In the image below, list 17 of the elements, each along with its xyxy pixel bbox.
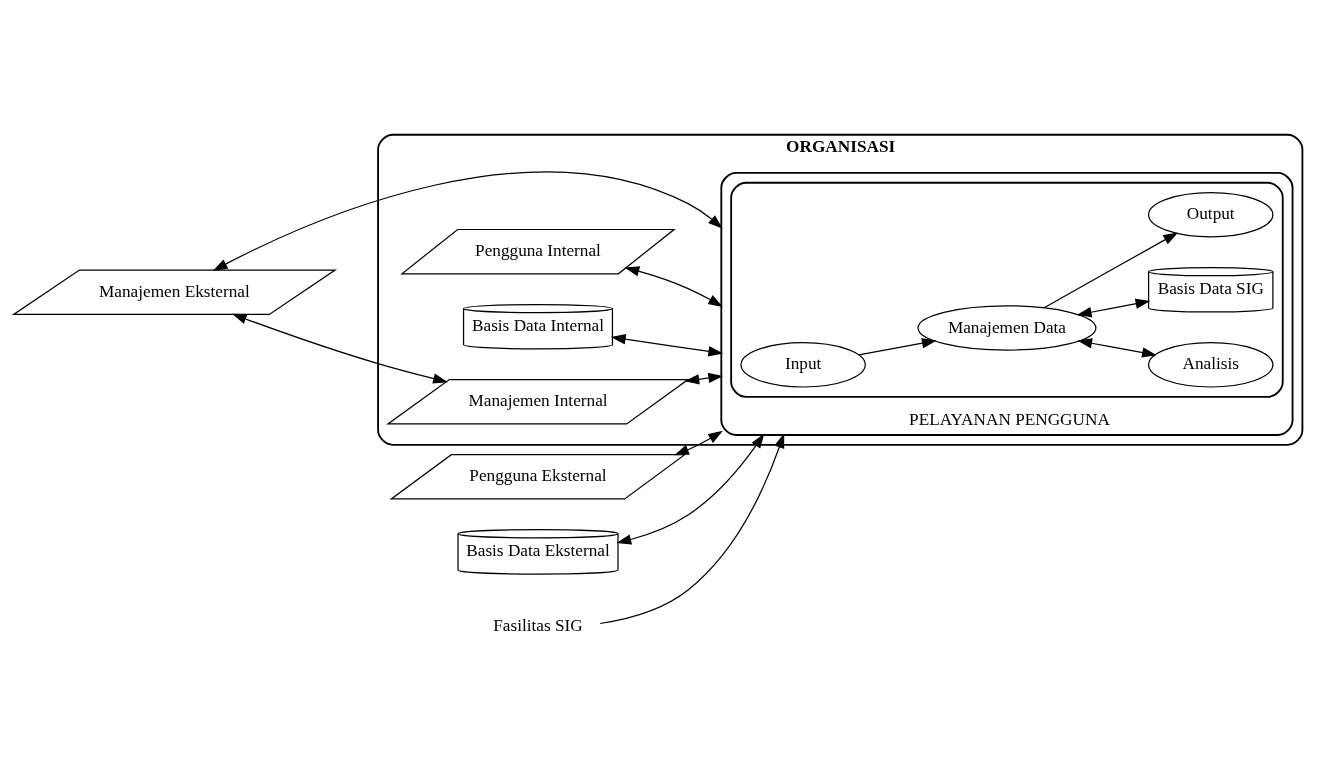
node-ellipse: Output <box>1148 191 1274 238</box>
node-ellipse: Input <box>740 342 866 388</box>
arrow <box>1076 298 1151 318</box>
arrow <box>858 338 937 356</box>
arrow <box>1077 338 1157 358</box>
arrow <box>231 313 448 384</box>
node-text: Fasilitas SIG <box>493 616 583 636</box>
node-ellipse: Analisis <box>1148 342 1274 388</box>
arrow <box>674 430 723 456</box>
arrow <box>684 372 724 385</box>
arrow <box>624 266 723 307</box>
cluster <box>730 181 1284 398</box>
arrow <box>616 433 765 545</box>
arrow <box>1043 232 1179 309</box>
arrow <box>610 334 724 357</box>
arrow <box>599 433 785 625</box>
arrow <box>212 171 723 271</box>
